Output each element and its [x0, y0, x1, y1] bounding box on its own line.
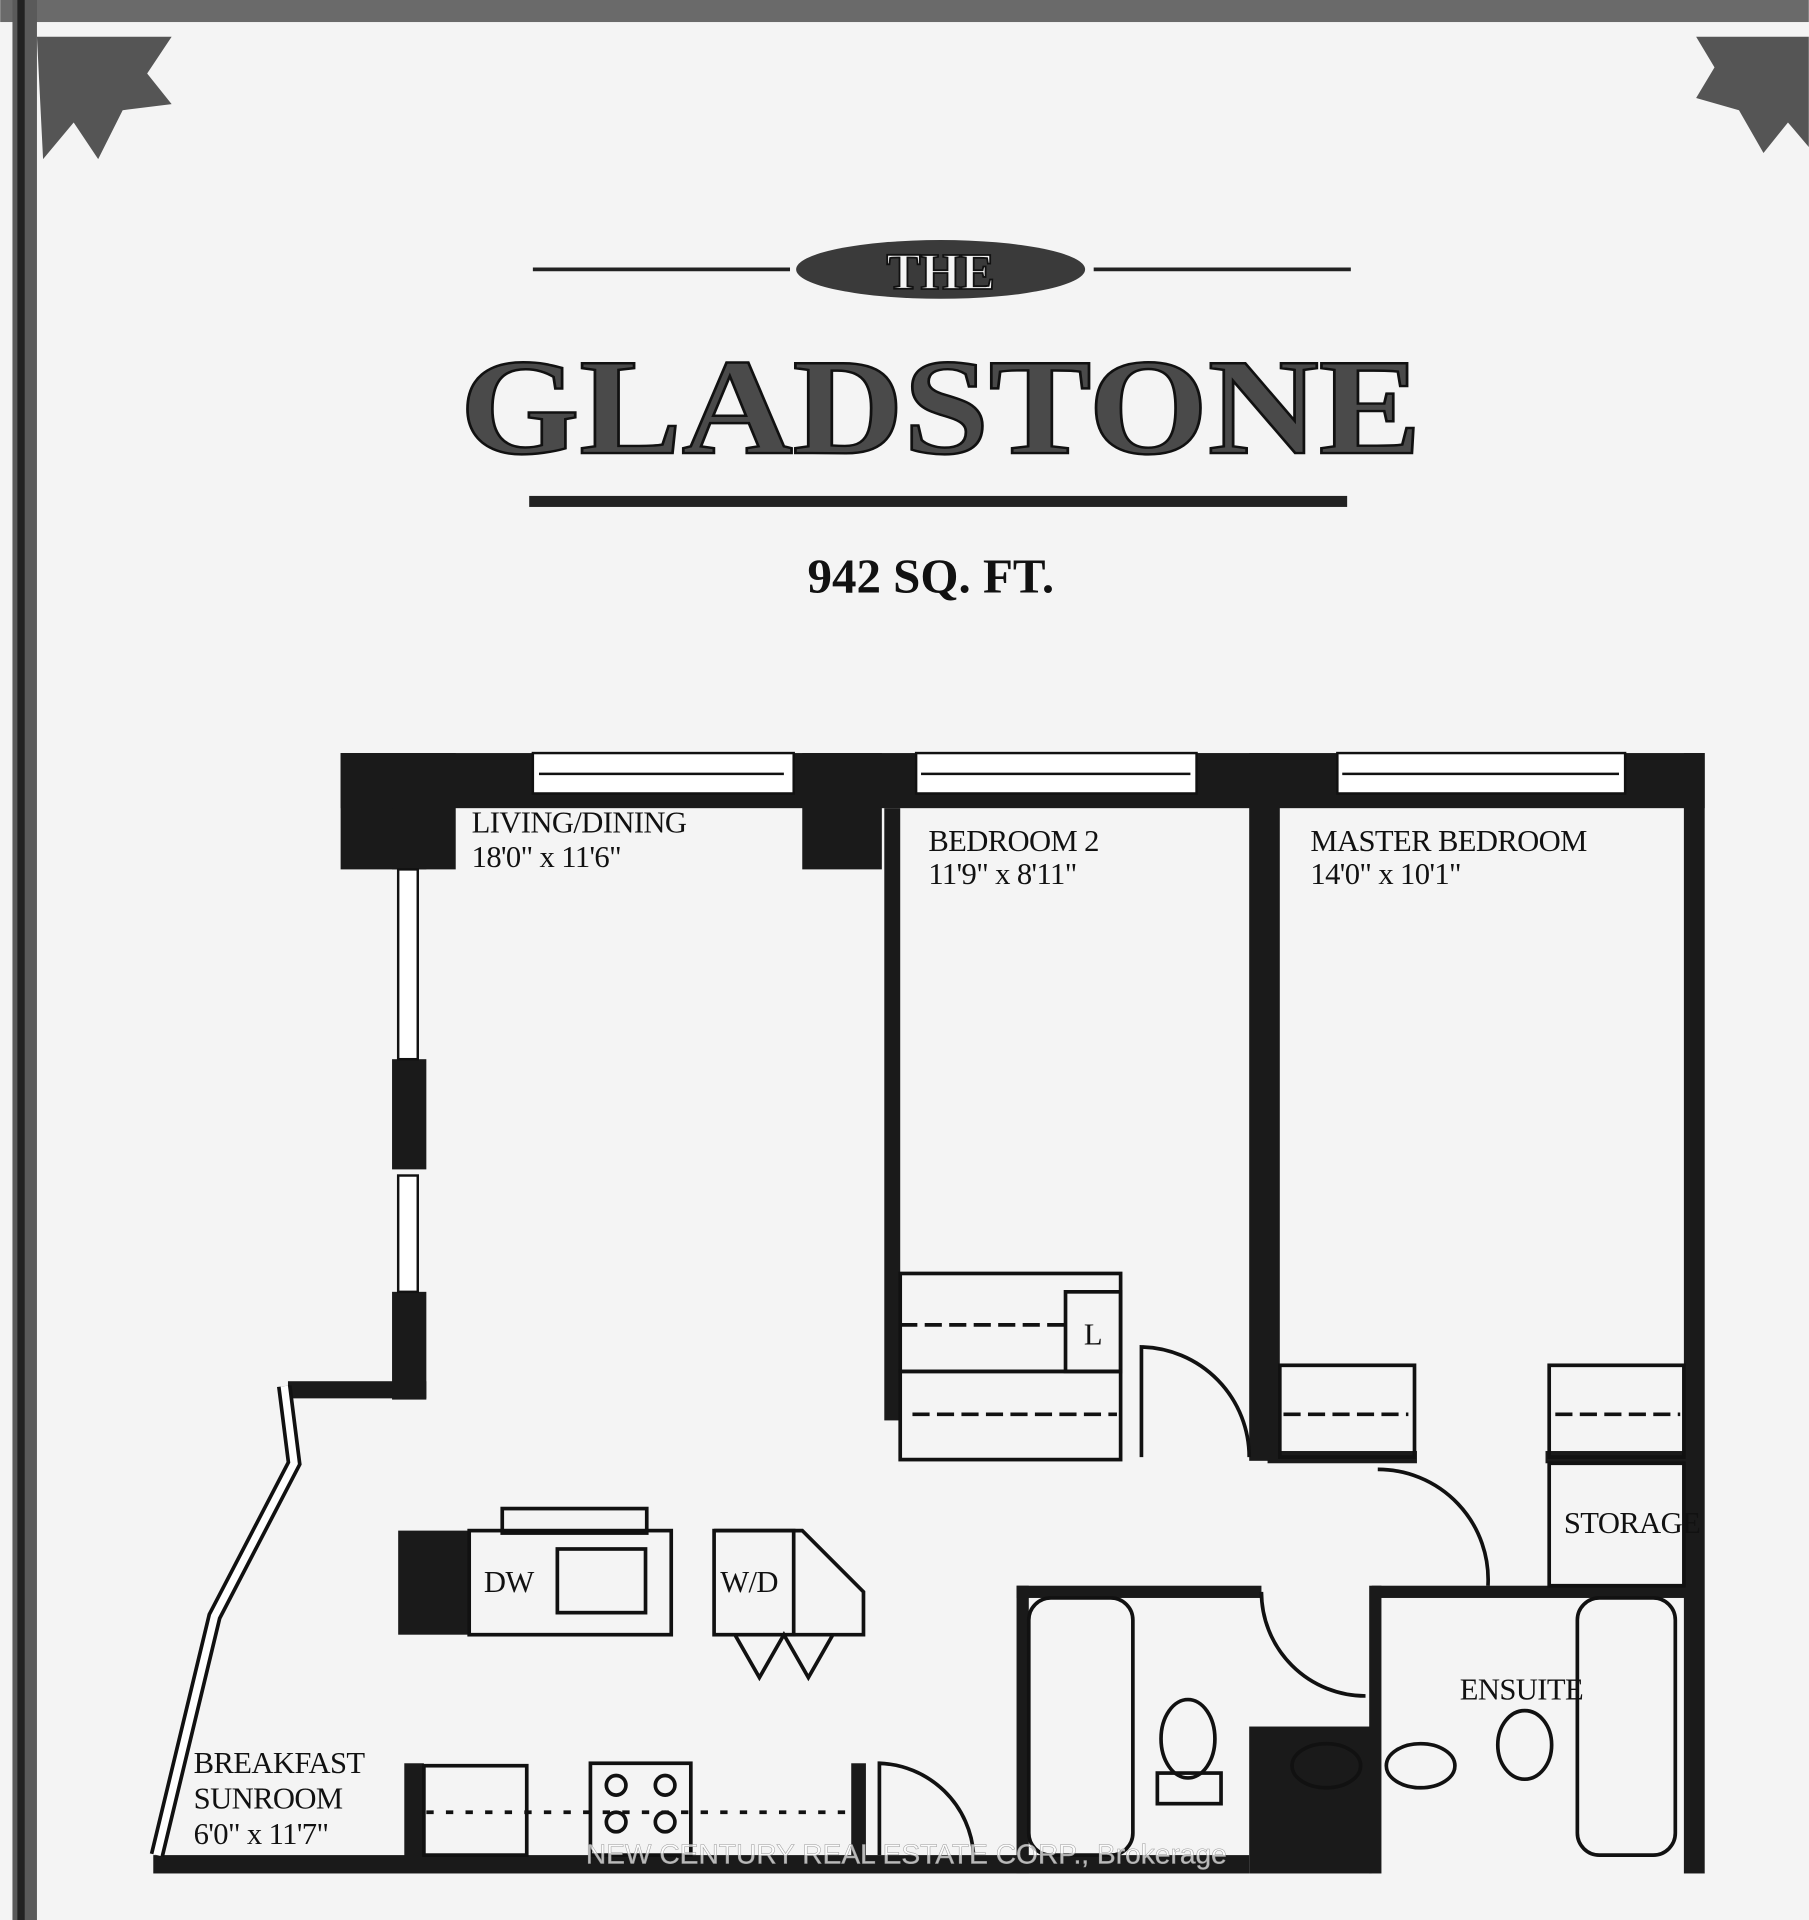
- living-size: 18'0" x 11'6": [472, 840, 621, 874]
- dishwasher-label: DW: [484, 1565, 534, 1599]
- windows: [149, 751, 1627, 1857]
- bedroom2-size: 11'9" x 8'11": [928, 857, 1076, 891]
- washer-dryer-label: W/D: [720, 1565, 778, 1599]
- living-name: LIVING/DINING: [472, 806, 687, 840]
- corner-star-right: [1696, 36, 1809, 154]
- sunroom-size: 6'0" x 11'7": [194, 1817, 329, 1851]
- watermark: NEW CENTURY REAL ESTATE CORP., Brokerage: [586, 1839, 1227, 1870]
- linen-label: L: [1084, 1317, 1102, 1351]
- bedroom2-name: BEDROOM 2: [928, 824, 1099, 858]
- fixtures: [422, 1271, 1686, 1857]
- title-prefix: THE: [886, 244, 995, 301]
- sunroom-name-1: BREAKFAST: [194, 1746, 366, 1780]
- title-block: THE GLADSTONE 942 SQ. FT.: [459, 240, 1422, 604]
- master-size: 14'0" x 10'1": [1310, 857, 1461, 891]
- title-name: GLADSTONE: [460, 331, 1421, 483]
- corner-star-left: [36, 36, 172, 160]
- ensuite-label: ENSUITE: [1460, 1673, 1583, 1707]
- area-label: 942 SQ. FT.: [807, 549, 1054, 604]
- sunroom-name-2: SUNROOM: [194, 1782, 343, 1816]
- master-name: MASTER BEDROOM: [1310, 824, 1587, 858]
- room-labels: LIVING/DINING 18'0" x 11'6" BEDROOM 2 11…: [194, 806, 1701, 1851]
- storage-label: STORAGE: [1564, 1506, 1700, 1540]
